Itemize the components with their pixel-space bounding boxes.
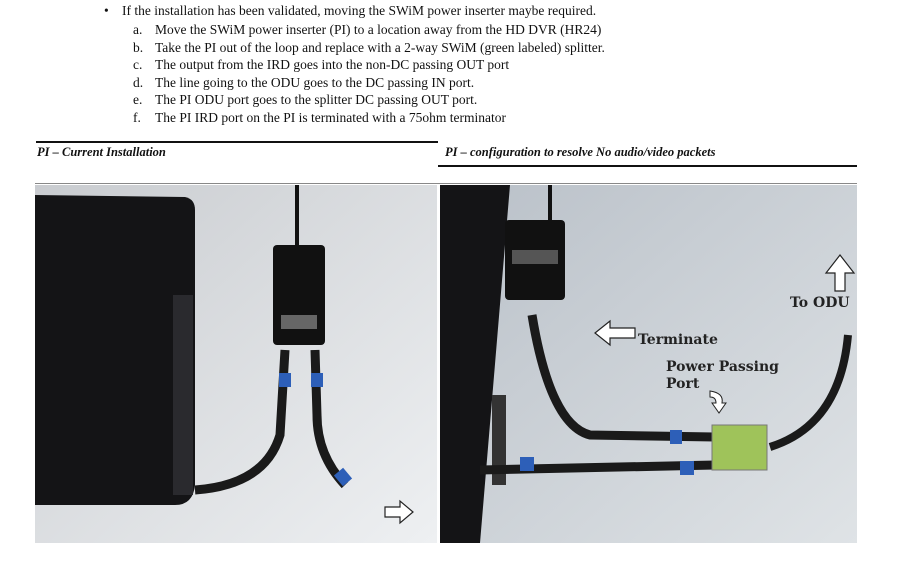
steps-list: a. Move the SWiM power inserter (PI) to a…: [133, 21, 605, 126]
photo-resolved-configuration: To ODU Terminate Power Passing Port: [440, 185, 857, 543]
bullet-item: • If the installation has been validated,…: [104, 3, 596, 19]
list-item: f. The PI IRD port on the PI is terminate…: [133, 109, 605, 127]
list-item: a. Move the SWiM power inserter (PI) to a…: [133, 21, 605, 39]
caption-right: PI – configuration to resolve No audio/v…: [445, 145, 716, 159]
arrow-right-icon: [384, 499, 414, 525]
label-power-passing: Power Passing: [666, 359, 779, 375]
list-text: The PI IRD port on the PI is terminated …: [155, 109, 506, 125]
arrow-left-icon: [594, 319, 636, 347]
divider-left: [36, 141, 438, 143]
caption-left: PI – Current Installation: [37, 145, 166, 159]
photo-current-installation: [35, 185, 437, 543]
list-letter: e.: [133, 92, 143, 107]
list-item: c. The output from the IRD goes into the …: [133, 56, 605, 74]
list-item: d. The line going to the ODU goes to the …: [133, 74, 605, 92]
bullet-text: If the installation has been validated, …: [122, 3, 597, 18]
label-to-odu: To ODU: [790, 295, 850, 311]
list-letter: b.: [133, 39, 144, 55]
list-item: b. Take the PI out of the loop and replac…: [133, 39, 605, 57]
arrow-up-icon: [824, 254, 856, 292]
list-letter: c.: [133, 57, 143, 72]
curved-arrow-icon: [709, 390, 727, 414]
divider-right: [438, 165, 857, 167]
photo-frame-top: [35, 183, 857, 184]
label-port: Port: [666, 376, 700, 392]
list-text: The output from the IRD goes into the no…: [155, 57, 510, 72]
list-text: Move the SWiM power inserter (PI) to a l…: [155, 22, 602, 37]
list-letter: d.: [133, 74, 144, 90]
label-terminate: Terminate: [638, 332, 718, 348]
list-item: e. The PI ODU port goes to the splitter D…: [133, 91, 605, 109]
list-letter: a.: [133, 22, 143, 37]
bullet-icon: •: [104, 3, 109, 18]
list-text: Take the PI out of the loop and replace …: [155, 39, 605, 55]
list-text: The line going to the ODU goes to the DC…: [155, 74, 475, 90]
list-letter: f.: [133, 109, 141, 125]
list-text: The PI ODU port goes to the splitter DC …: [155, 92, 478, 107]
